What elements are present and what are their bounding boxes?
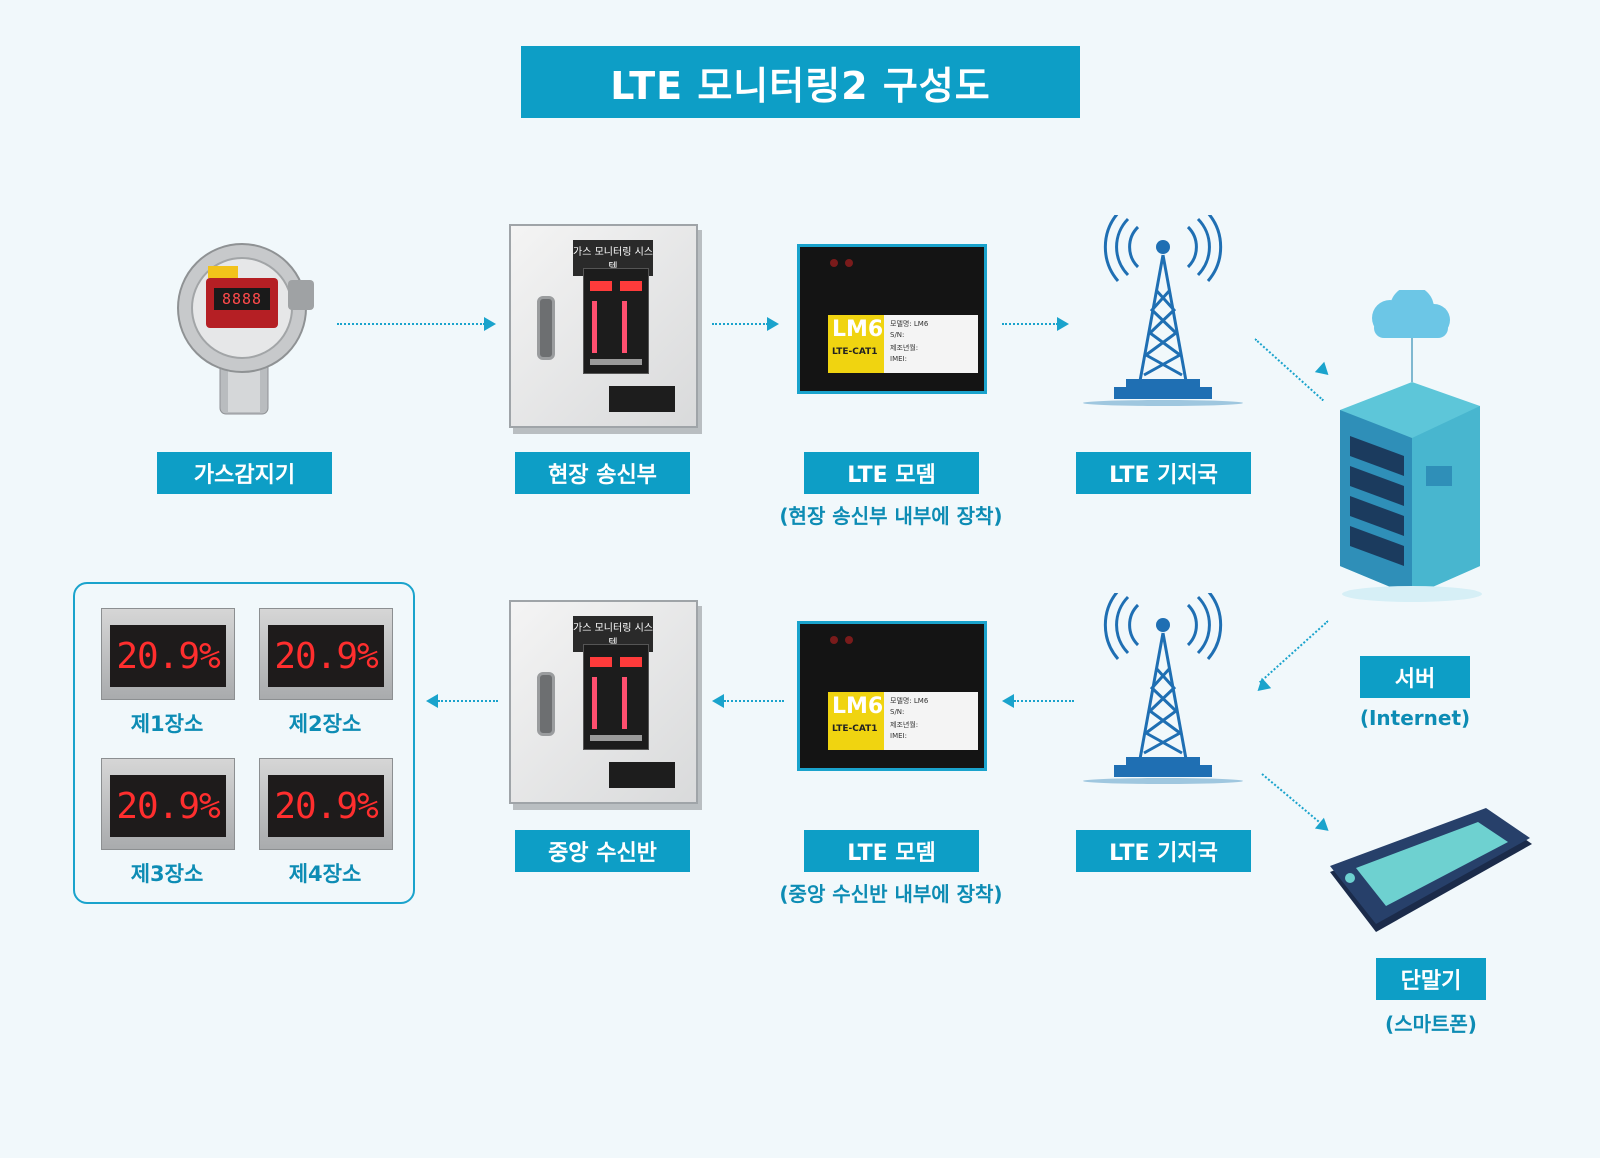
server-label: 서버 bbox=[1360, 656, 1470, 698]
flow-arrow bbox=[337, 323, 485, 325]
location-name: 제2장소 bbox=[288, 712, 362, 736]
arrow-head bbox=[1002, 694, 1014, 708]
smartphone-icon bbox=[1326, 808, 1536, 938]
modem-field-model: 모델명: LM6 bbox=[890, 320, 929, 328]
base-station-bottom-label: LTE 기지국 bbox=[1076, 830, 1251, 872]
modem-yellow-sticker: LM6 LTE-CAT1 bbox=[828, 315, 884, 373]
field-transmitter-label: 현장 송신부 bbox=[515, 452, 690, 494]
arrow-head bbox=[767, 317, 779, 331]
modem-field-imei: IMEI: bbox=[890, 355, 907, 363]
arrow-head bbox=[1057, 317, 1069, 331]
cell-tower-icon bbox=[1078, 212, 1248, 415]
display-sign: 20.9% bbox=[259, 608, 393, 700]
locations-panel: 20.9% 제1장소 20.9% 제2장소 20.9% 제3장소 20.9% 제… bbox=[73, 582, 415, 904]
modem-model: LM6 bbox=[832, 317, 884, 342]
lte-modem-bottom-note: (중앙 수신반 내부에 장착) bbox=[779, 882, 1003, 906]
modem-field-sn: S/N: bbox=[890, 708, 905, 716]
lte-modem-bottom-label: LTE 모뎀 bbox=[804, 830, 979, 872]
gas-detector-display: 8888 bbox=[221, 290, 263, 308]
terminal-label: 단말기 bbox=[1376, 958, 1486, 1000]
cell-tower-icon bbox=[1078, 590, 1248, 793]
field-transmitter-cabinet: 가스 모니터링 시스템 bbox=[509, 224, 698, 428]
terminal-note: (스마트폰) bbox=[1385, 1012, 1477, 1036]
cabinet-panel bbox=[583, 644, 649, 750]
gas-detector-label: 가스감지기 bbox=[157, 452, 332, 494]
modem-yellow-sticker: LM6 LTE-CAT1 bbox=[828, 692, 884, 750]
cabinet-handle bbox=[537, 296, 555, 360]
modem-type: LTE-CAT1 bbox=[832, 347, 878, 357]
location-name: 제3장소 bbox=[130, 862, 204, 886]
display-reading: 20.9% bbox=[268, 775, 384, 837]
arrow-head bbox=[484, 317, 496, 331]
flow-arrow bbox=[1258, 620, 1329, 684]
display-reading: 20.9% bbox=[110, 775, 226, 837]
flow-arrow bbox=[1261, 773, 1326, 828]
display-sign: 20.9% bbox=[101, 758, 235, 850]
arrow-head bbox=[1252, 677, 1272, 697]
central-receiver-cabinet: 가스 모니터링 시스템 bbox=[509, 600, 698, 804]
modem-label: LM6 LTE-CAT1 모델명: LM6 S/N: 제조년월: IMEI: bbox=[828, 692, 978, 750]
modem-field-imei: IMEI: bbox=[890, 732, 907, 740]
server-note: (Internet) bbox=[1359, 706, 1471, 730]
flow-arrow bbox=[438, 700, 498, 702]
modem-field-sn: S/N: bbox=[890, 331, 905, 339]
modem-type: LTE-CAT1 bbox=[832, 724, 878, 734]
modem-label: LM6 LTE-CAT1 모델명: LM6 S/N: 제조년월: IMEI: bbox=[828, 315, 978, 373]
arrow-head bbox=[426, 694, 438, 708]
arrow-head bbox=[712, 694, 724, 708]
server-rack-icon bbox=[1330, 286, 1500, 610]
base-station-top-label: LTE 기지국 bbox=[1076, 452, 1251, 494]
lte-modem-top-label: LTE 모뎀 bbox=[804, 452, 979, 494]
display-reading: 20.9% bbox=[110, 625, 226, 687]
flow-arrow bbox=[712, 323, 768, 325]
cabinet-logo bbox=[609, 386, 675, 412]
flow-arrow bbox=[1014, 700, 1074, 702]
lte-modem-device: LM6 LTE-CAT1 모델명: LM6 S/N: 제조년월: IMEI: bbox=[797, 621, 987, 771]
flow-arrow bbox=[724, 700, 784, 702]
modem-field-date: 제조년월: bbox=[890, 721, 919, 729]
gas-detector-image: 8888 bbox=[170, 240, 320, 420]
modem-field-date: 제조년월: bbox=[890, 344, 919, 352]
cabinet-panel bbox=[583, 268, 649, 374]
cabinet-handle bbox=[537, 672, 555, 736]
modem-field-model: 모델명: LM6 bbox=[890, 697, 929, 705]
location-name: 제1장소 bbox=[130, 712, 204, 736]
modem-model: LM6 bbox=[832, 694, 884, 719]
page-title: LTE 모니터링2 구성도 bbox=[521, 46, 1080, 118]
display-sign: 20.9% bbox=[259, 758, 393, 850]
flow-arrow bbox=[1254, 338, 1325, 402]
flow-arrow bbox=[1002, 323, 1058, 325]
lte-modem-top-note: (현장 송신부 내부에 장착) bbox=[779, 504, 1003, 528]
lte-modem-device: LM6 LTE-CAT1 모델명: LM6 S/N: 제조년월: IMEI: bbox=[797, 244, 987, 394]
central-receiver-label: 중앙 수신반 bbox=[515, 830, 690, 872]
display-reading: 20.9% bbox=[268, 625, 384, 687]
location-name: 제4장소 bbox=[288, 862, 362, 886]
display-sign: 20.9% bbox=[101, 608, 235, 700]
cabinet-logo bbox=[609, 762, 675, 788]
